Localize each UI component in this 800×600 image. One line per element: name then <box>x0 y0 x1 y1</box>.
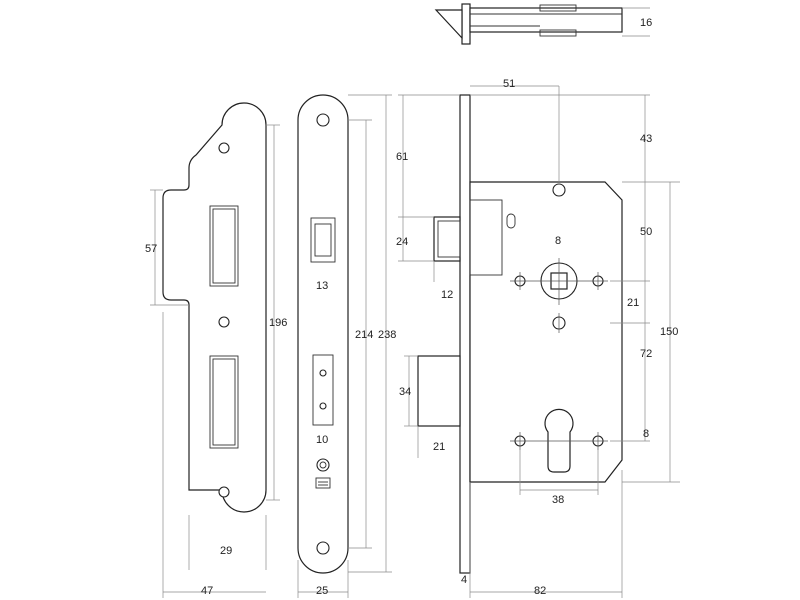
dim-backset: 51 <box>503 78 515 90</box>
faceplate-outline <box>297 94 349 574</box>
strike-deadbolt-opening <box>209 355 239 449</box>
strike-screw-hole-bottom <box>218 486 230 498</box>
strike-plate-outline <box>162 102 267 513</box>
dim-faceplate-inner-length: 214 <box>355 329 373 341</box>
dim-case-height: 150 <box>660 326 678 338</box>
dim-cylinder-offset: 8 <box>643 428 649 440</box>
strike-screw-hole-top <box>218 142 230 154</box>
dim-faceplate-deadbolt-width: 10 <box>316 434 328 446</box>
case-top-hole <box>552 183 566 197</box>
dim-faceplate-total-length: 238 <box>378 329 396 341</box>
faceplate-screw-hole-top <box>316 113 330 127</box>
faceplate-latch-opening <box>310 217 336 263</box>
faceplate <box>297 94 349 574</box>
dim-case-top-offset: 43 <box>640 133 652 145</box>
lock-forend <box>459 94 471 574</box>
faceplate-screw-hole-middle <box>316 458 330 472</box>
case-slot <box>506 213 516 229</box>
dim-faceplate-latch-width: 13 <box>316 280 328 292</box>
faceplate-screw-hole-bottom <box>316 541 330 555</box>
strike-latch-opening <box>209 205 239 287</box>
faceplate-logo-mark <box>315 477 331 489</box>
dim-cylinder-screw-spacing: 38 <box>552 494 564 506</box>
dim-latch-height: 24 <box>396 236 408 248</box>
dim-strike-total-length: 196 <box>269 317 287 329</box>
dim-follower-to-case-top: 50 <box>640 226 652 238</box>
strike-screw-hole-middle <box>218 316 230 328</box>
dim-deadbolt-height: 34 <box>399 386 411 398</box>
strike-plate <box>162 102 267 513</box>
dim-follower-offset: 21 <box>627 297 639 309</box>
dim-spindle-square: 8 <box>555 235 561 247</box>
faceplate-deadbolt-opening <box>312 354 334 426</box>
top-view-faceplate <box>461 3 471 45</box>
dim-case-top-to-latch: 61 <box>396 151 408 163</box>
dim-deadbolt-projection: 21 <box>433 441 445 453</box>
top-view-case <box>469 7 623 33</box>
dim-latch-projection: 12 <box>441 289 453 301</box>
dim-faceplate-width: 25 <box>316 585 328 597</box>
top-view: 16 <box>434 3 652 45</box>
dim-case-depth: 82 <box>534 585 546 597</box>
dim-strike-lip-height: 57 <box>145 243 157 255</box>
dim-strike-total-width: 47 <box>201 585 213 597</box>
lock-body <box>417 94 623 574</box>
dim-strike-width: 29 <box>220 545 232 557</box>
dim-top-view-thickness: 16 <box>640 17 652 29</box>
latch-housing <box>469 199 503 276</box>
top-view-bolt-nose <box>434 9 463 40</box>
dim-follower-to-cylinder: 72 <box>640 348 652 360</box>
dim-faceplate-thickness: 4 <box>461 574 467 586</box>
deadbolt <box>417 355 461 427</box>
